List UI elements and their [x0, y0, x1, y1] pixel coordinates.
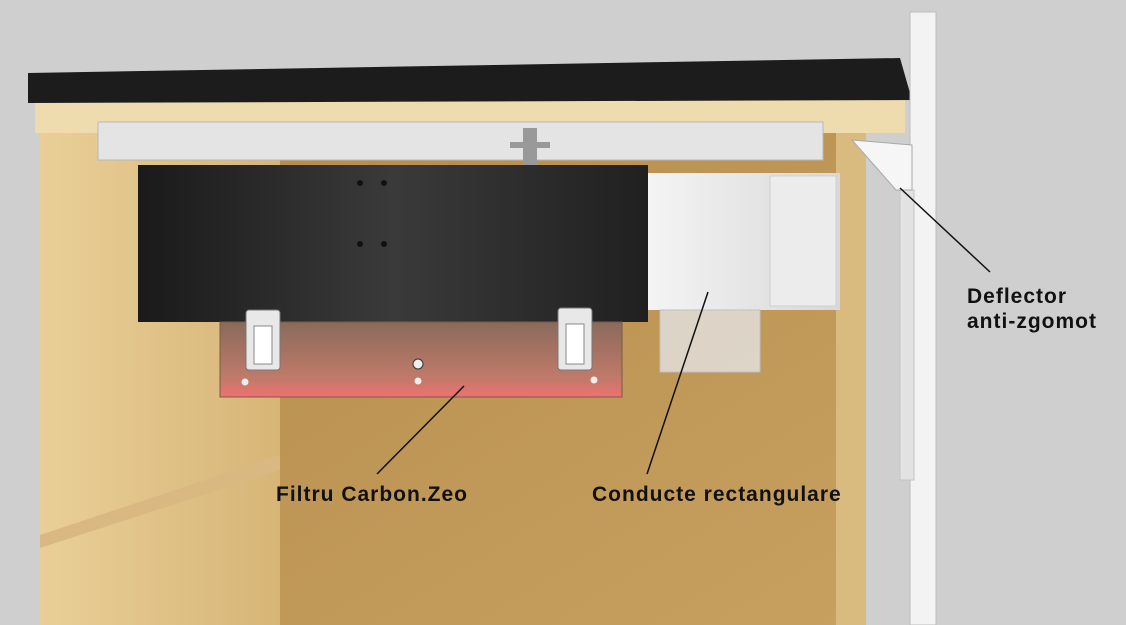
label-deflector: Deflector anti-zgomot: [967, 284, 1097, 334]
label-filter: Filtru Carbon.Zeo: [276, 483, 468, 506]
label-duct: Conducte rectangulare: [592, 483, 842, 506]
carbon-zeo-filter: [219, 321, 623, 398]
screw-icon: [412, 358, 424, 370]
screw-icon: [590, 376, 598, 384]
screw-icon: [414, 377, 422, 385]
latch-icon: [245, 309, 281, 371]
rectangular-duct: [648, 173, 840, 373]
rail-bracket-bar: [510, 142, 550, 148]
duct-collar: [769, 175, 837, 307]
label-deflector-line2: anti-zgomot: [967, 310, 1097, 333]
hood-housing: [138, 165, 648, 322]
door-inner-strip: [899, 189, 915, 481]
leader-line-filter: [376, 385, 465, 475]
duct-mount-plate: [659, 309, 761, 373]
label-deflector-line1: Deflector: [967, 285, 1068, 308]
worktop: [28, 58, 912, 103]
hood-top-rail: [97, 121, 824, 161]
deflector-plate: [850, 139, 913, 191]
screw-icon: [241, 378, 249, 386]
screw-icon: [357, 180, 363, 186]
leader-line-deflector: [899, 187, 991, 273]
screw-icon: [381, 241, 387, 247]
hood-body: [138, 165, 648, 322]
cabinet-right-wall: [836, 125, 866, 625]
latch-icon: [557, 307, 593, 371]
screw-icon: [357, 241, 363, 247]
leader-line-duct: [646, 291, 709, 475]
cabinet-shelf-edge: [40, 455, 280, 548]
screw-icon: [381, 180, 387, 186]
hood-rail: [97, 121, 824, 168]
deflector-assembly: [850, 11, 937, 625]
